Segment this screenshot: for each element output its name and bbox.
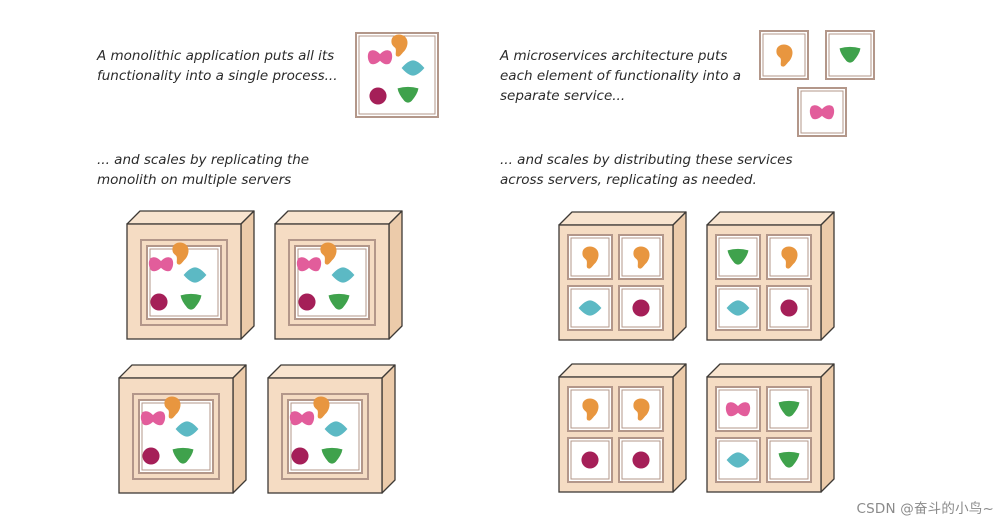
- orange-blob-icon: [633, 246, 650, 269]
- service-cell: [766, 285, 812, 331]
- teal-diamond-icon: [183, 267, 207, 283]
- service-cell: [618, 437, 664, 483]
- monolith-server: [118, 364, 247, 494]
- teal-diamond-icon: [331, 267, 355, 283]
- monolith-panel: [146, 242, 222, 320]
- watermark: CSDN @奋斗的小鸟~: [856, 501, 994, 517]
- monolith-scaling-caption: ... and scales by replicating the monoli…: [97, 152, 310, 188]
- maroon-circle-icon: [632, 299, 650, 317]
- microservice-box: [759, 30, 809, 80]
- pink-butterfly-icon: [809, 105, 835, 120]
- green-triangle-icon: [839, 46, 861, 63]
- service-cell: [715, 285, 761, 331]
- service-cell: [766, 234, 812, 280]
- teal-diamond-icon: [324, 421, 348, 437]
- microservice-box: [797, 87, 847, 137]
- maroon-circle-icon: [298, 293, 316, 311]
- maroon-circle-icon: [150, 293, 168, 311]
- microservices-intro-caption: A microservices architecture puts each e…: [500, 48, 742, 104]
- teal-diamond-icon: [578, 300, 602, 316]
- maroon-circle-icon: [369, 87, 387, 105]
- pink-butterfly-icon: [725, 402, 751, 417]
- green-triangle-icon: [172, 447, 194, 464]
- green-triangle-icon: [778, 451, 800, 468]
- pink-butterfly-icon: [148, 257, 174, 272]
- orange-blob-icon: [582, 246, 599, 269]
- monolith-intro-caption: A monolithic application puts all its fu…: [97, 48, 338, 84]
- monolith-server: [267, 364, 396, 494]
- orange-blob-icon: [776, 44, 793, 67]
- monolith-server: [274, 210, 403, 340]
- monolith-server: [126, 210, 255, 340]
- monolith-panel: [138, 396, 214, 474]
- green-triangle-icon: [328, 293, 350, 310]
- orange-blob-icon: [320, 242, 337, 265]
- teal-diamond-icon: [726, 300, 750, 316]
- orange-blob-icon: [172, 242, 189, 265]
- green-triangle-icon: [778, 400, 800, 417]
- monolith-panel: [294, 242, 370, 320]
- microservices-server: [558, 211, 687, 341]
- green-triangle-icon: [321, 447, 343, 464]
- service-cell: [567, 285, 613, 331]
- microservices-server: [558, 363, 687, 493]
- service-cell: [715, 386, 761, 432]
- service-cell: [618, 234, 664, 280]
- pink-butterfly-icon: [289, 411, 315, 426]
- monolith-panel: [287, 396, 363, 474]
- teal-diamond-icon: [401, 60, 425, 76]
- pink-butterfly-icon: [367, 50, 393, 65]
- pink-butterfly-icon: [140, 411, 166, 426]
- microservices-server: [706, 363, 835, 493]
- service-cell: [715, 234, 761, 280]
- orange-blob-icon: [582, 398, 599, 421]
- orange-blob-icon: [164, 396, 181, 419]
- orange-blob-icon: [313, 396, 330, 419]
- service-cell: [766, 437, 812, 483]
- maroon-circle-icon: [632, 451, 650, 469]
- service-cell: [715, 437, 761, 483]
- service-cell: [618, 285, 664, 331]
- microservices-scaling-caption: ... and scales by distributing these ser…: [500, 152, 793, 188]
- green-triangle-icon: [397, 86, 419, 103]
- green-triangle-icon: [727, 248, 749, 265]
- teal-diamond-icon: [175, 421, 199, 437]
- service-cell: [618, 386, 664, 432]
- pink-butterfly-icon: [296, 257, 322, 272]
- service-cell: [567, 386, 613, 432]
- teal-diamond-icon: [726, 452, 750, 468]
- orange-blob-icon: [633, 398, 650, 421]
- maroon-circle-icon: [780, 299, 798, 317]
- orange-blob-icon: [391, 34, 408, 57]
- maroon-circle-icon: [581, 451, 599, 469]
- orange-blob-icon: [781, 246, 798, 269]
- microservices-server: [706, 211, 835, 341]
- maroon-circle-icon: [291, 447, 309, 465]
- service-cell: [567, 234, 613, 280]
- monolith-process-box: [355, 32, 439, 118]
- service-cell: [766, 386, 812, 432]
- maroon-circle-icon: [142, 447, 160, 465]
- green-triangle-icon: [180, 293, 202, 310]
- service-cell: [567, 437, 613, 483]
- microservice-box: [825, 30, 875, 80]
